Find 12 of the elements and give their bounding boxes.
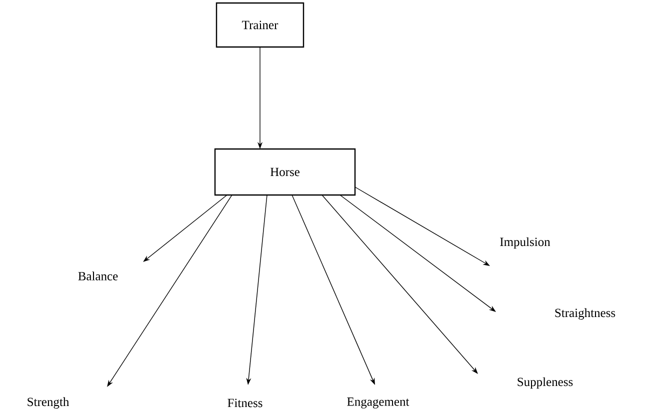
process-box: Horse (214, 148, 356, 196)
quality-label: Straightness (555, 308, 616, 320)
quality-label: Impulsion (500, 237, 550, 249)
quality-label: Strength (28, 397, 70, 409)
process-box: Trainer (216, 2, 304, 48)
quality-label: Engagement (347, 398, 410, 408)
quality-label: Balance (78, 272, 118, 280)
quality-label: Suppleness (518, 377, 573, 389)
arrow (322, 194, 478, 374)
quality-label: Fitness (228, 398, 262, 408)
arrow (143, 194, 228, 262)
arrow (340, 194, 496, 312)
